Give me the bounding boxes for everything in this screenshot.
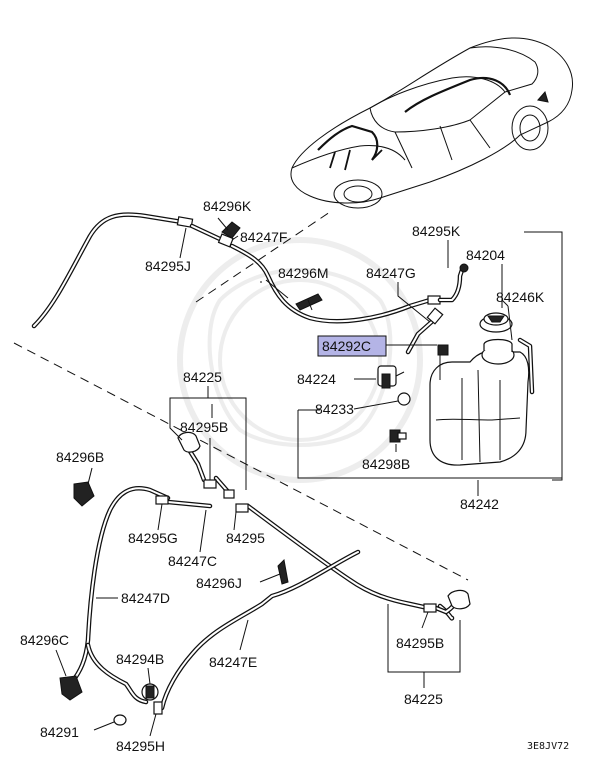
- label-84225-bottom[interactable]: 84225: [404, 691, 443, 707]
- label-84298B[interactable]: 84298B: [362, 456, 410, 472]
- watermark-shape: [177, 237, 423, 483]
- pump-hoses: [405, 307, 444, 355]
- label-84295H[interactable]: 84295H: [116, 738, 165, 754]
- label-84296K[interactable]: 84296K: [203, 198, 252, 214]
- label-84247F[interactable]: 84247F: [240, 229, 287, 245]
- label-84295K[interactable]: 84295K: [412, 223, 461, 239]
- label-84291[interactable]: 84291: [40, 724, 79, 740]
- rear-hose-assembly: [31, 212, 469, 329]
- front-hose-assembly: [59, 431, 471, 726]
- label-84247C[interactable]: 84247C: [168, 553, 217, 569]
- label-84233[interactable]: 84233: [315, 401, 354, 417]
- label-84247E[interactable]: 84247E: [209, 654, 257, 670]
- label-84295B-top[interactable]: 84295B: [180, 419, 228, 435]
- label-84247G[interactable]: 84247G: [366, 265, 416, 281]
- label-84295G[interactable]: 84295G: [128, 530, 178, 546]
- label-84204[interactable]: 84204: [466, 247, 505, 263]
- washer-tank: [377, 312, 535, 466]
- tank-bracket-lines: [179, 217, 563, 496]
- label-84295B-bottom[interactable]: 84295B: [396, 635, 444, 651]
- label-84292C[interactable]: 84292C: [322, 338, 371, 354]
- label-84246K[interactable]: 84246K: [496, 289, 545, 305]
- label-84295J[interactable]: 84295J: [145, 258, 191, 274]
- label-84296J[interactable]: 84296J: [196, 575, 242, 591]
- diagram-code: 3E8JV72: [527, 741, 569, 752]
- part-labels: 84296K 84247F 84295J 84296M 84247G 84295…: [20, 198, 569, 754]
- label-84296M[interactable]: 84296M: [278, 265, 329, 281]
- label-84294B[interactable]: 84294B: [116, 651, 164, 667]
- label-84296B[interactable]: 84296B: [56, 449, 104, 465]
- label-84224[interactable]: 84224: [297, 371, 336, 387]
- label-84296C[interactable]: 84296C: [20, 632, 69, 648]
- label-84247D[interactable]: 84247D: [121, 590, 170, 606]
- label-84225-top[interactable]: 84225: [183, 369, 222, 385]
- label-84242[interactable]: 84242: [460, 496, 499, 512]
- car-illustration: [290, 37, 574, 209]
- highlight-box: [317, 335, 387, 357]
- dashed-guides: [13, 211, 469, 581]
- label-84295[interactable]: 84295: [226, 530, 265, 546]
- front-leader-lines: [55, 386, 461, 737]
